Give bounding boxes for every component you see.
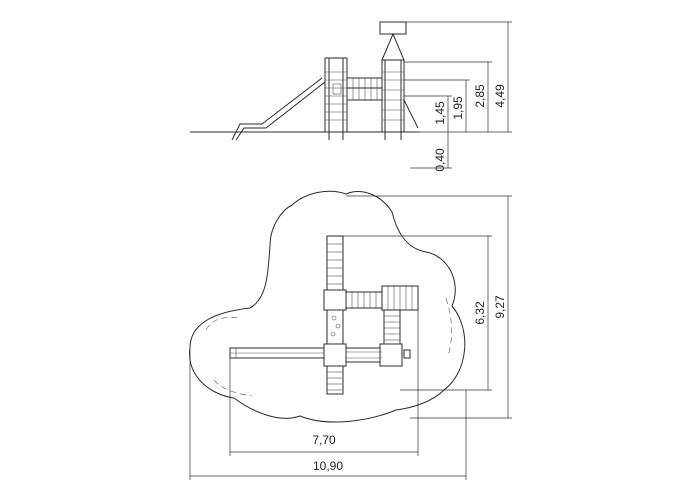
dim-deck-upper: 2,85 xyxy=(473,84,487,108)
dim-deck-lower-2: 1,95 xyxy=(451,96,465,120)
bottom-ladder-plan xyxy=(326,365,344,395)
bridge-side xyxy=(346,77,384,101)
dim-equipment-width: 6,32 xyxy=(473,301,487,325)
side-dimension-lines xyxy=(404,21,512,169)
dim-total-height: 4,49 xyxy=(493,84,507,108)
slide-side xyxy=(231,77,326,141)
climbing-wall-plan xyxy=(326,309,344,345)
dim-safety-area-length: 10,90 xyxy=(313,459,343,473)
plan-view: 7,70 10,90 6,32 9,27 xyxy=(189,190,512,480)
dim-safety-area-width: 9,27 xyxy=(493,295,507,319)
second-ladder-plan xyxy=(383,309,401,345)
side-elevation: 4,49 2,85 1,95 1,45 0,40 xyxy=(190,21,512,172)
ladder-plan xyxy=(326,235,344,293)
deck-bridge-plan xyxy=(323,285,419,311)
dim-equipment-length: 7,70 xyxy=(312,433,336,447)
slide-plan xyxy=(229,347,325,359)
roofed-tower-side xyxy=(379,21,419,140)
dim-deck-lower-1: 1,45 xyxy=(433,101,447,125)
impact-zone-dashed xyxy=(205,297,452,397)
lower-deck-plan xyxy=(323,343,411,367)
tower-side xyxy=(324,57,348,140)
dim-foundation-depth: 0,40 xyxy=(433,148,447,172)
plan-dimension-lines xyxy=(189,195,512,480)
safety-area-outline xyxy=(189,190,466,423)
